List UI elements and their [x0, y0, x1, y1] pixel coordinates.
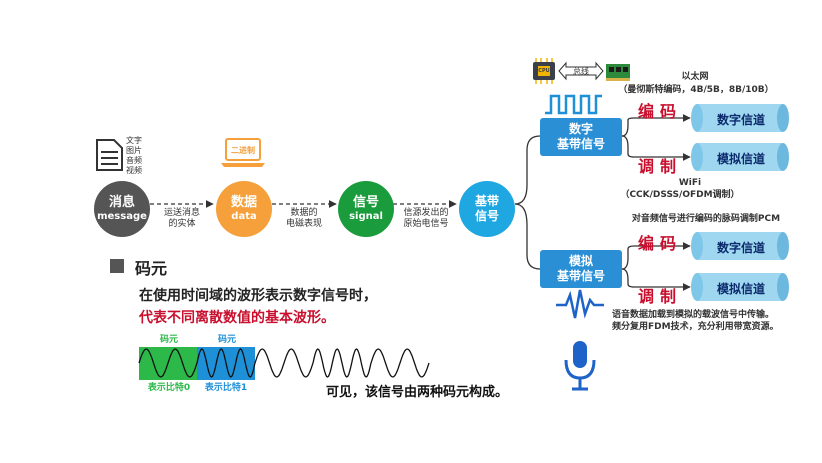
- analog-channel-1-label: 模拟信道: [716, 152, 765, 166]
- fdm-note-line2: 频分复用FDM技术，充分利用带宽资源。: [612, 322, 779, 332]
- document-icon: [96, 139, 123, 171]
- caption: 可见，该信号由两种码元构成。: [326, 385, 509, 400]
- digital-branch-2: [621, 135, 691, 161]
- signal-zh: 信号: [352, 195, 379, 210]
- binary-label: 二进制: [231, 146, 255, 155]
- cyl-analog-1: [691, 143, 789, 171]
- signal-node: 信号 signal: [338, 181, 394, 237]
- type-video: 视频: [126, 166, 142, 175]
- cyl-analog-2: [691, 273, 789, 301]
- waveform: [138, 348, 430, 378]
- analog-encode-label: 编码: [638, 234, 683, 253]
- digital-baseband-box: 数字 基带信号: [540, 118, 622, 156]
- bus-label: 总线: [573, 67, 589, 76]
- analog-modulate-label: 调制: [638, 287, 683, 306]
- edge-label-2-line2: 电磁表现: [285, 219, 322, 229]
- edge-label-3-line1: 信源发出的: [403, 208, 449, 218]
- symbol-desc-line2: 代表不同离散数值的基本波形。: [139, 310, 335, 326]
- edge-label-3: 信源发出的 原始电信号: [396, 208, 456, 230]
- cpu-icon: [533, 58, 555, 84]
- branch-bracket-lower: [514, 203, 541, 270]
- data-en: data: [231, 211, 257, 222]
- cpu-label: CPU: [538, 68, 550, 74]
- baseband-line2: 信号: [474, 209, 499, 223]
- edge-label-1: 运送消息 的实体: [154, 208, 210, 230]
- symbol-label-b: 码元: [217, 335, 236, 345]
- digital-branch: [621, 114, 691, 137]
- ethernet-detail: （曼彻斯特编码，4B/5B，8B/10B）: [618, 85, 774, 95]
- message-node: 消息 message: [94, 181, 150, 237]
- edge-label-2: 数据的 电磁表现: [276, 208, 332, 230]
- ethernet-title: 以太网: [681, 72, 709, 82]
- signal-en: signal: [349, 211, 383, 222]
- baseband-line1: 基带: [474, 194, 499, 208]
- cyl-digital-2: [691, 232, 789, 260]
- square-wave-icon: [545, 94, 602, 115]
- digital-channel-1-label: 数字信道: [716, 113, 765, 127]
- bus-arrow-icon: [558, 61, 604, 81]
- symbol-desc-line1: 在使用时间域的波形表示数字信号时，: [139, 288, 377, 304]
- analog-branch: [621, 242, 691, 270]
- analog-channel-2-label: 模拟信道: [716, 282, 765, 296]
- analog-baseband-box: 模拟 基带信号: [540, 250, 622, 288]
- edge-label-1-line1: 运送消息: [163, 208, 200, 218]
- digital-box-line1: 数字: [568, 122, 593, 136]
- microphone-icon: [564, 341, 596, 391]
- message-zh: 消息: [108, 195, 135, 210]
- audio-wave-icon: [556, 289, 604, 319]
- fdm-note-line1: 语音数据加载到模拟的载波信号中传输。: [612, 310, 775, 320]
- data-node: 数据 data: [216, 181, 272, 237]
- wifi-title: WiFi: [678, 178, 702, 188]
- edge-label-1-line2: 的实体: [168, 219, 196, 229]
- digital-channel-2-label: 数字信道: [716, 241, 765, 255]
- message-en: message: [97, 211, 147, 222]
- pcm-note: 对音频信号进行编码的脉码调制PCM: [631, 214, 781, 224]
- baseband-node: 基带 信号: [459, 181, 515, 237]
- branch-bracket: [514, 135, 541, 205]
- digital-modulate-label: 调制: [638, 157, 683, 176]
- fdm-note: 语音数据加载到模拟的载波信号中传输。 频分复用FDM技术，充分利用带宽资源。: [612, 309, 812, 333]
- analog-box-line2: 基带信号: [556, 269, 605, 283]
- bit1-label: 表示比特1: [204, 383, 248, 393]
- analog-box-line1: 模拟: [568, 254, 593, 268]
- type-text: 文字: [126, 136, 142, 145]
- digital-encode-label: 编码: [638, 102, 683, 121]
- type-image: 图片: [126, 146, 142, 155]
- symbol-heading: 码元: [135, 259, 168, 278]
- bit0-label: 表示比特0: [147, 383, 191, 393]
- edge-label-3-line2: 原始电信号: [403, 219, 449, 229]
- data-zh: 数据: [230, 195, 257, 210]
- wifi-detail: （CCK/DSSS/OFDM调制）: [620, 190, 740, 200]
- cyl-digital-1: [691, 104, 789, 132]
- message-types: 文字 图片 音频 视频: [126, 136, 142, 176]
- edge-label-2-line1: 数据的: [290, 208, 318, 218]
- type-audio: 音频: [126, 156, 142, 165]
- laptop-icon: [221, 138, 265, 167]
- digital-box-line2: 基带信号: [556, 137, 605, 151]
- heading-square-icon: [110, 259, 124, 273]
- memory-icon: [606, 64, 630, 81]
- analog-branch-2: [621, 268, 691, 291]
- symbol-label-a: 码元: [159, 335, 178, 345]
